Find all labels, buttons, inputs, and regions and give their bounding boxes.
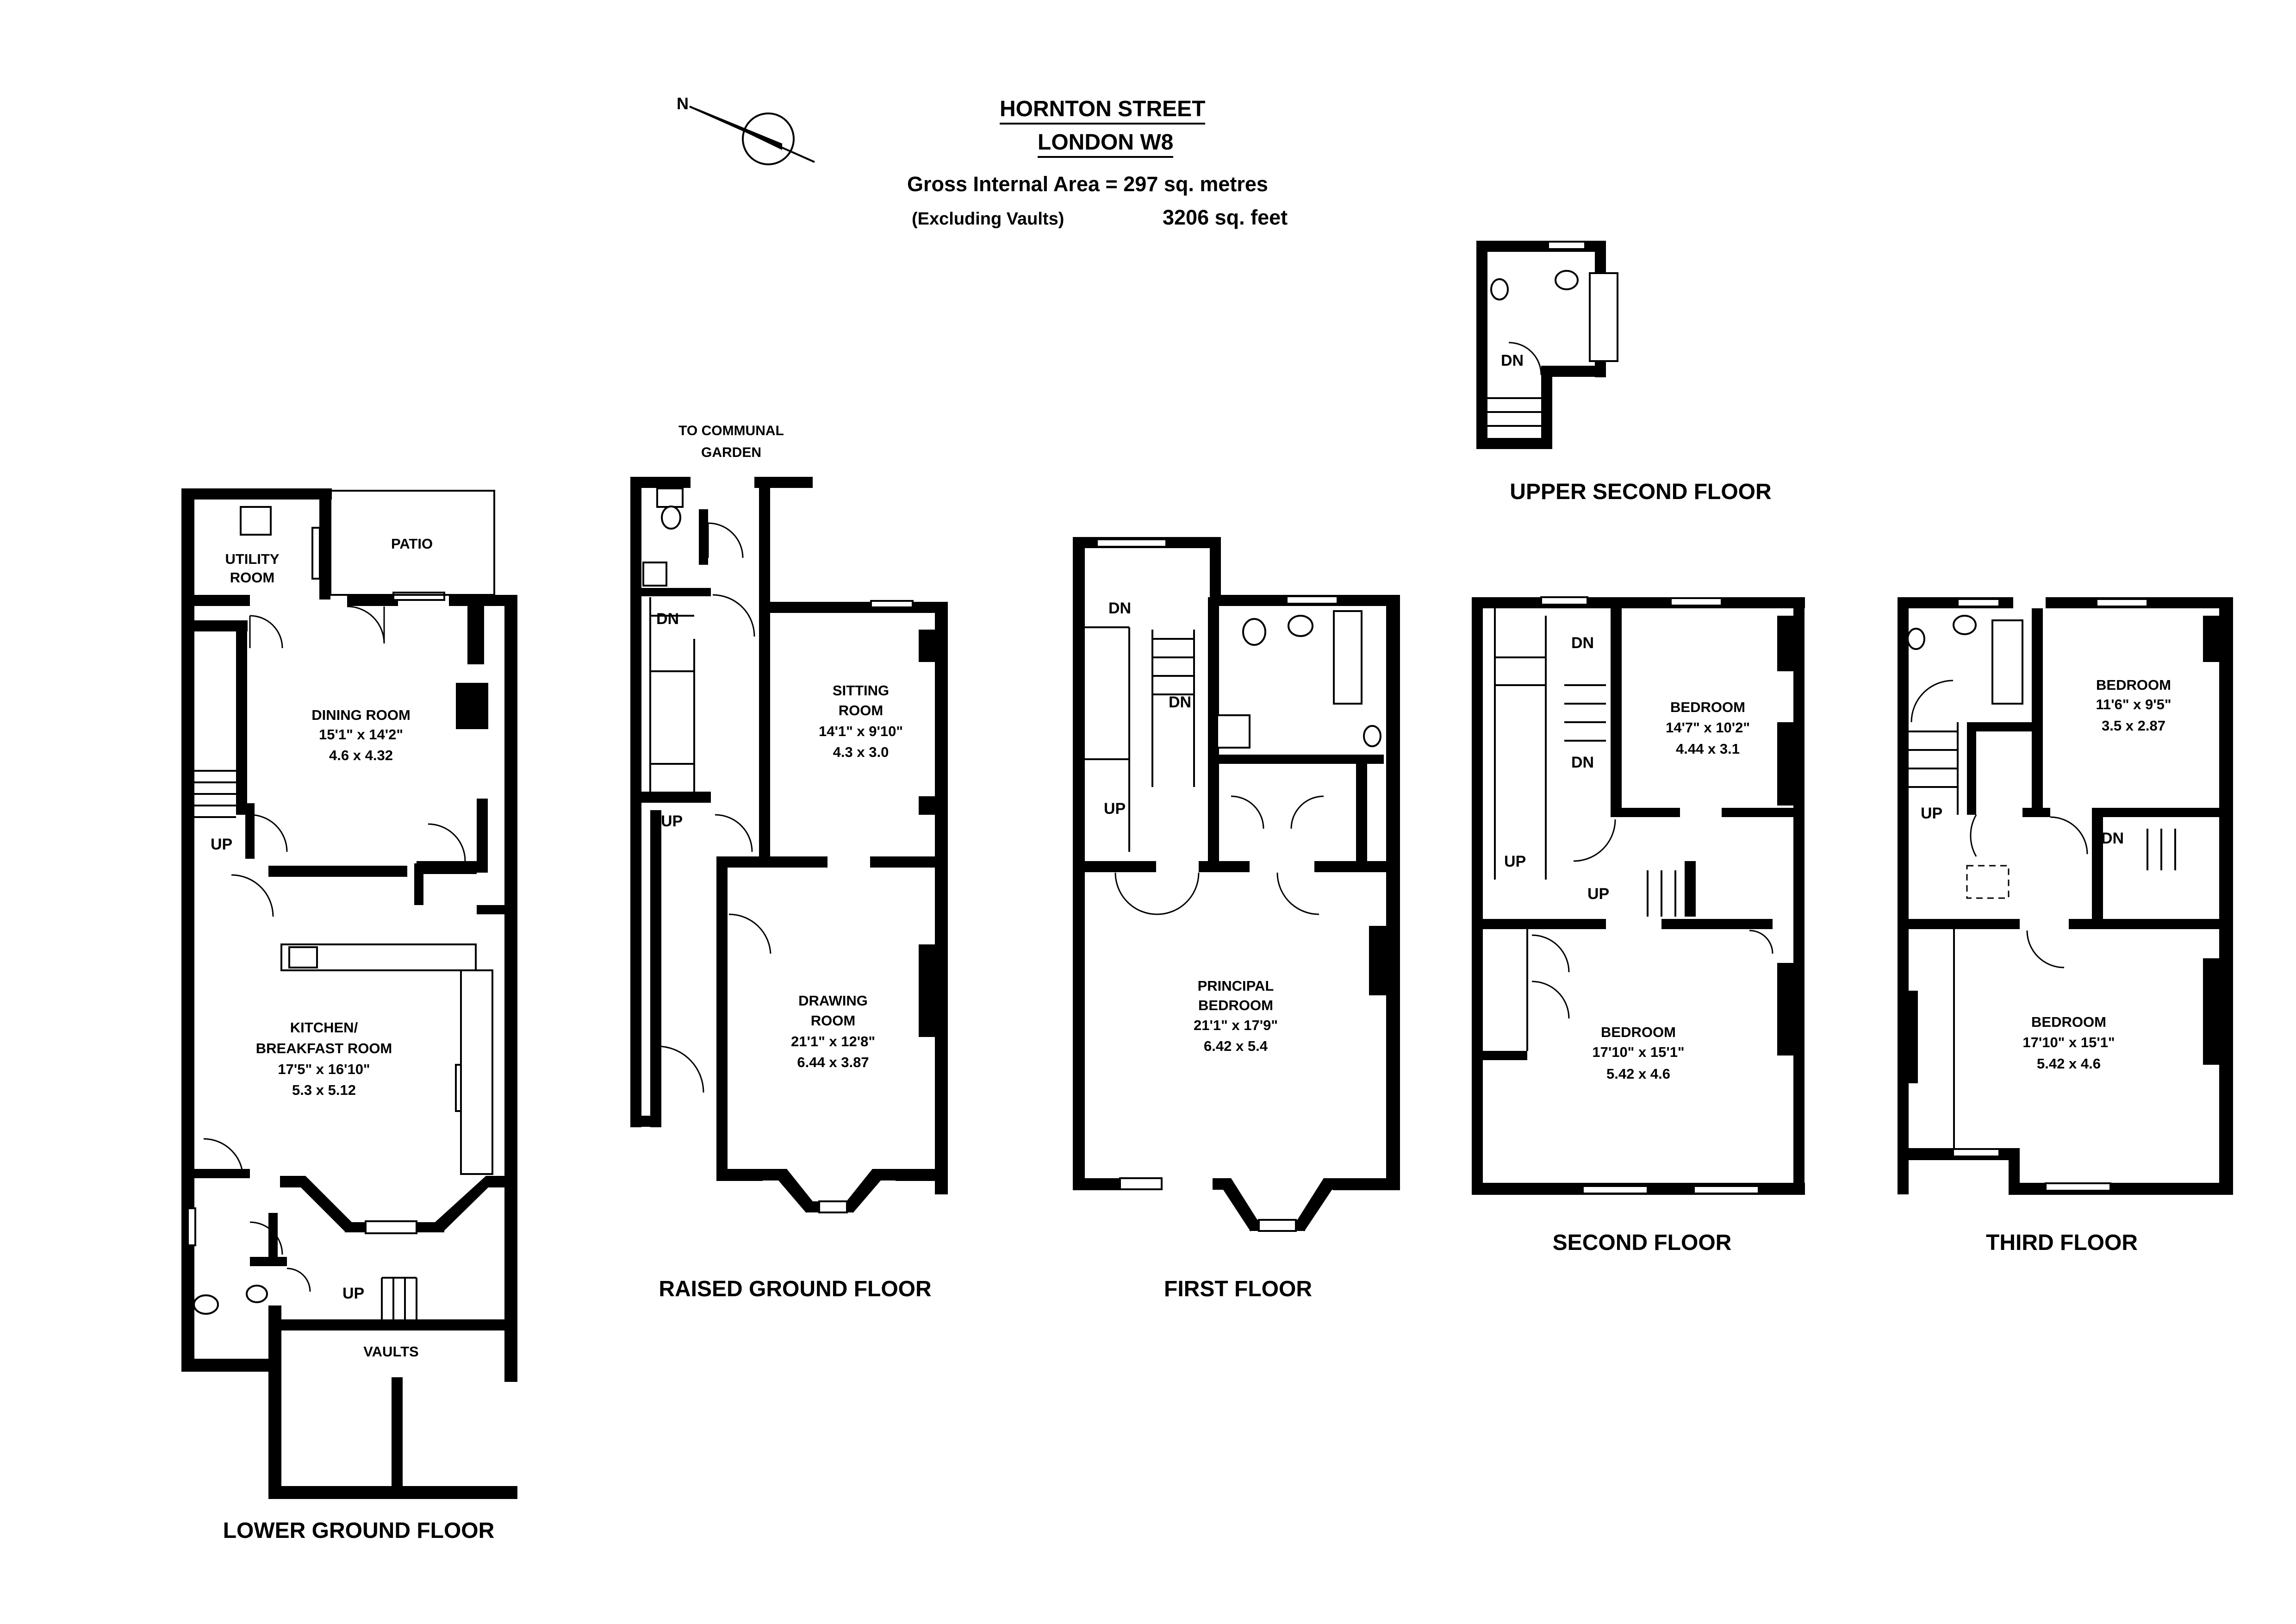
second-floor-bedroom-b-name: BEDROOM <box>1601 1024 1676 1040</box>
third-floor-bedroom-a-name: BEDROOM <box>2096 677 2171 693</box>
tf-stair-up-label: UP <box>1921 805 1942 822</box>
sitting-room-label-1: SITTING <box>833 682 889 699</box>
first-floor-plan <box>1073 537 1400 1232</box>
compass-north-arrow-icon: N <box>677 94 815 165</box>
gross-internal-area: Gross Internal Area = 297 sq. metres <box>907 172 1268 196</box>
lg-vault-stair-up-label: UP <box>342 1285 364 1302</box>
dining-room-name: DINING ROOM <box>311 707 411 723</box>
second-floor-bedroom-a-metric: 4.44 x 3.1 <box>1676 741 1740 757</box>
sf-stair-up-label-1: UP <box>1504 853 1526 870</box>
compass-north-label: N <box>677 94 689 113</box>
sf-stair-down-label-2: DN <box>1571 754 1594 771</box>
drawing-room-imperial: 21'1" x 12'8" <box>791 1033 875 1049</box>
kitchen-label-1: KITCHEN/ <box>290 1019 358 1036</box>
communal-garden-label-2: GARDEN <box>701 445 761 460</box>
rg-stair-up-label: UP <box>661 812 683 830</box>
third-floor-label: THIRD FLOOR <box>1986 1230 2138 1255</box>
kitchen-metric: 5.3 x 5.12 <box>292 1082 356 1098</box>
property-street: HORNTON STREET <box>1000 96 1206 125</box>
third-floor-bedroom-b-metric: 5.42 x 4.6 <box>2037 1056 2101 1072</box>
second-floor-bedroom-b-imperial: 17'10" x 15'1" <box>1592 1044 1684 1060</box>
third-floor-plan <box>1898 597 2233 1195</box>
lg-stair-up-label: UP <box>211 836 232 853</box>
communal-garden-label-1: TO COMMUNAL <box>678 423 784 438</box>
third-floor-bedroom-a-metric: 3.5 x 2.87 <box>2102 718 2165 734</box>
raised-ground-floor-plan <box>630 477 948 1213</box>
us-stair-down-label: DN <box>1501 352 1524 369</box>
third-floor-bedroom-a-imperial: 11'6" x 9'5" <box>2096 696 2171 712</box>
second-floor-bedroom-b-metric: 5.42 x 4.6 <box>1606 1066 1670 1082</box>
vaults-label: VAULTS <box>363 1343 418 1360</box>
property-city: LONDON W8 <box>1038 130 1174 158</box>
first-floor-label: FIRST FLOOR <box>1164 1277 1312 1301</box>
ff-stair-down-label-2: DN <box>1169 693 1191 711</box>
sitting-room-metric: 4.3 x 3.0 <box>833 744 889 760</box>
raised-ground-floor-label: RAISED GROUND FLOOR <box>659 1277 931 1301</box>
second-floor-bedroom-a-name: BEDROOM <box>1670 699 1745 715</box>
utility-room-label-1: UTILITY <box>225 551 279 567</box>
area-sq-feet: 3206 sq. feet <box>1163 206 1288 229</box>
ff-stair-up-label: UP <box>1104 800 1126 818</box>
sf-stair-up-label-2: UP <box>1587 885 1609 903</box>
patio-label: PATIO <box>391 536 433 552</box>
utility-room-label-2: ROOM <box>230 569 274 586</box>
third-floor-bedroom-b-name: BEDROOM <box>2031 1014 2106 1030</box>
kitchen-label-2: BREAKFAST ROOM <box>256 1040 392 1056</box>
principal-bedroom-metric: 6.42 x 5.4 <box>1204 1038 1268 1054</box>
lower-ground-floor-label: LOWER GROUND FLOOR <box>223 1518 495 1543</box>
drawing-room-label-2: ROOM <box>811 1012 855 1029</box>
second-floor-plan <box>1472 596 1805 1195</box>
area-exclusion-note: (Excluding Vaults) <box>912 209 1064 229</box>
lower-ground-floor-plan <box>181 488 517 1499</box>
drawing-room-metric: 6.44 x 3.87 <box>797 1054 869 1070</box>
principal-bedroom-label-1: PRINCIPAL <box>1198 978 1274 994</box>
drawing-room-label-1: DRAWING <box>798 993 868 1009</box>
sf-stair-down-label-1: DN <box>1571 634 1594 652</box>
rg-stair-down-label: DN <box>656 610 679 628</box>
dining-room-imperial: 15'1" x 14'2" <box>319 726 403 743</box>
tf-stair-down-label: DN <box>2101 830 2124 847</box>
second-floor-bedroom-a-imperial: 14'7" x 10'2" <box>1666 719 1750 736</box>
principal-bedroom-imperial: 21'1" x 17'9" <box>1194 1017 1278 1033</box>
dining-room-metric: 4.6 x 4.32 <box>329 747 393 763</box>
upper-second-floor-label: UPPER SECOND FLOOR <box>1510 480 1771 504</box>
sitting-room-imperial: 14'1" x 9'10" <box>819 723 903 739</box>
upper-second-floor-plan <box>1476 241 1618 449</box>
third-floor-bedroom-b-imperial: 17'10" x 15'1" <box>2022 1034 2115 1050</box>
kitchen-imperial: 17'5" x 16'10" <box>278 1061 370 1077</box>
ff-stair-down-label-1: DN <box>1108 600 1131 617</box>
principal-bedroom-label-2: BEDROOM <box>1198 997 1273 1013</box>
second-floor-label: SECOND FLOOR <box>1553 1230 1732 1255</box>
sitting-room-label-2: ROOM <box>839 702 883 718</box>
